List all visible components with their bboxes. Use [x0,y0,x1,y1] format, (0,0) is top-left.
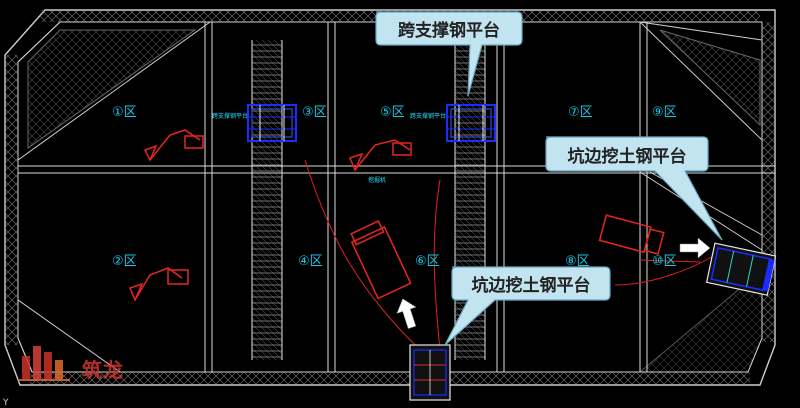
plan-tag-platform-right: 跨支撑钢平台 [410,112,446,120]
zone-3-label: ③区 [302,105,327,120]
corner-axis-mark: Y [2,398,9,408]
zone-4-label: ④区 [298,254,323,269]
zone-10-label: ⑩区 [652,254,677,269]
callout-right-bubble [545,136,723,241]
zone-8-label: ⑧区 [565,254,590,269]
callout-top-label: 跨支撑钢平台 [398,21,500,41]
zone-6-label: ⑥区 [415,254,440,269]
steel-platform-left [247,104,297,142]
corner-bracing [17,21,763,373]
excavator-zone1 [143,129,204,162]
steel-platform-right [446,104,496,142]
vertical-supports [204,22,648,372]
direction-arrow-right [679,237,711,259]
zone-5-label: ⑤区 [380,105,405,120]
truck-zone4-6 [350,220,412,300]
plan-tag-excavator: 挖掘机 [368,176,386,184]
excavation-route-lines [304,159,716,351]
zone-2-label: ②区 [112,254,137,269]
callout-bottom-bubble [444,266,611,346]
zone-1-label: ①区 [112,105,137,120]
lattice-column-left [251,40,283,360]
callout-top-bubble [375,11,523,97]
direction-arrow-bottom [396,298,417,329]
pit-edge-platform-bottom [409,344,451,401]
zone-9-label: ⑨区 [652,105,677,120]
pit-edge-platform-right [705,242,777,296]
excavator-zone5 [348,139,412,172]
truck-zone10 [598,214,665,255]
watermark-text: 筑龙 [82,358,124,382]
zone-7-label: ⑦区 [568,105,593,120]
excavator-zone2 [128,267,189,302]
watermark-logo-icon [18,346,70,381]
plan-tag-platform-left: 跨支撑钢平台 [212,112,248,120]
callout-bottom-label: 坑边挖土钢平台 [471,276,591,296]
callout-right-label: 坑边挖土钢平台 [567,146,687,167]
